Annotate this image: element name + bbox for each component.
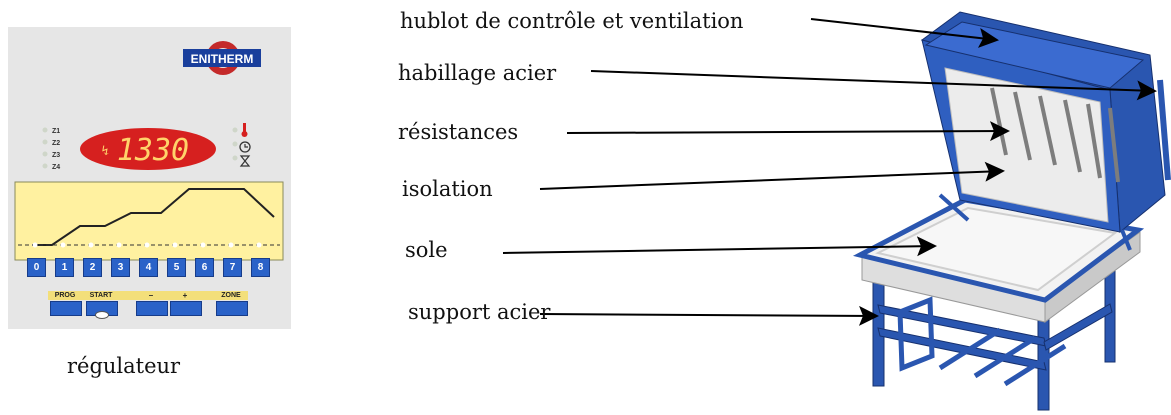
status-icons	[232, 123, 251, 167]
plus-button[interactable]	[170, 301, 202, 316]
program-button-2[interactable]: 2	[83, 258, 102, 277]
arrow-hublot	[810, 18, 999, 48]
support-frame	[872, 261, 1116, 411]
enitherm-logo: ENITHERM	[183, 41, 261, 75]
program-button-6[interactable]: 6	[195, 258, 214, 277]
label-isolation: isolation	[402, 177, 493, 201]
label-sole: sole	[405, 238, 448, 262]
zone-label: Z3	[52, 152, 60, 159]
control-button-row: PROG START – + ZONE	[48, 291, 248, 319]
brand-text: ENITHERM	[191, 52, 254, 66]
regulator-graphic: ENITHERM Z1 Z2 Z3 Z4 ↯ 1330	[14, 41, 284, 261]
label-support: support acier	[408, 300, 551, 324]
label-habillage: habillage acier	[398, 61, 557, 85]
program-button-3[interactable]: 3	[111, 258, 130, 277]
annotation-arrows	[502, 18, 1157, 326]
program-graph	[14, 181, 284, 261]
program-button-8[interactable]: 8	[251, 258, 270, 277]
minus-button[interactable]	[136, 301, 168, 316]
hourglass-icon	[239, 155, 251, 167]
zone-label: Z4	[52, 164, 60, 171]
kiln-lid	[920, 11, 1171, 234]
prog-button[interactable]	[50, 301, 82, 316]
temperature-display: ↯ 1330	[80, 128, 216, 170]
zone-button[interactable]	[216, 301, 248, 316]
arrow-habillage	[590, 70, 1157, 101]
clock-icon	[239, 141, 251, 153]
lid-struts	[938, 193, 1132, 251]
arrow-isolation	[539, 161, 1005, 190]
program-button-0[interactable]: 0	[27, 258, 46, 277]
zone-leds: Z1 Z2 Z3 Z4	[42, 127, 60, 171]
label-resistances: résistances	[398, 120, 519, 144]
kiln-base	[852, 197, 1145, 323]
zone-label: Z1	[52, 128, 60, 135]
start-indicator	[95, 311, 109, 319]
prog-label: PROG	[54, 292, 76, 299]
zone-label: Z2	[52, 140, 60, 147]
arrow-support	[539, 305, 879, 326]
arrow-resistances	[566, 121, 1010, 142]
control-label-strip	[48, 291, 248, 300]
label-hublot: hublot de contrôle et ventilation	[400, 9, 744, 33]
display-value: 1330	[117, 133, 189, 168]
thermometer-icon	[241, 123, 248, 137]
heating-elements	[990, 87, 1120, 183]
start-label: START	[89, 292, 113, 299]
program-button-4[interactable]: 4	[139, 258, 158, 277]
program-button-1[interactable]: 1	[55, 258, 74, 277]
program-button-5[interactable]: 5	[167, 258, 186, 277]
regulator-caption: régulateur	[67, 354, 181, 378]
zone-button-label: ZONE	[221, 292, 241, 299]
minus-label: –	[148, 291, 154, 300]
power-icon: ↯	[100, 144, 111, 159]
program-button-row: 0 1 2 3 4 5 6 7 8	[27, 258, 289, 277]
program-button-7[interactable]: 7	[223, 258, 242, 277]
regulator-panel: ENITHERM Z1 Z2 Z3 Z4 ↯ 1330	[8, 27, 291, 329]
arrow-sole	[502, 236, 937, 257]
plus-label: +	[182, 291, 188, 300]
